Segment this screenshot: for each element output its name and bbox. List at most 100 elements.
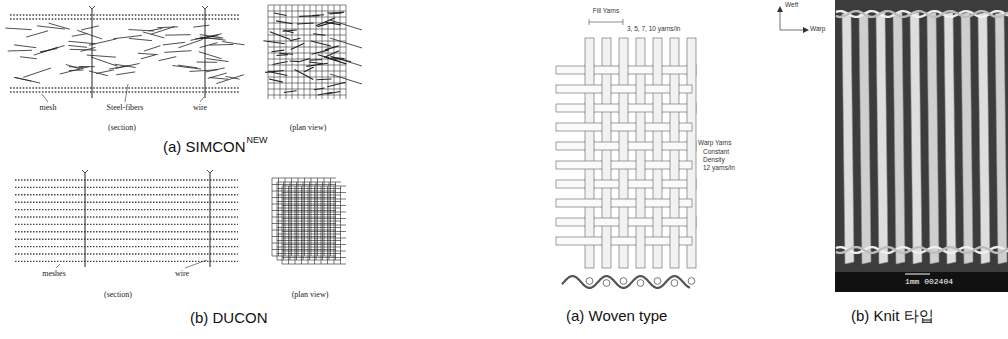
mesh-grid	[277, 214, 341, 215]
mesh-grid	[277, 234, 341, 235]
mesh-grid	[282, 205, 346, 206]
wire-line	[330, 56, 362, 66]
steel-fiber	[138, 53, 158, 54]
steel-fiber	[69, 70, 83, 72]
steel-fiber	[216, 75, 243, 84]
steel-fiber	[290, 60, 300, 62]
yarn-edge	[653, 179, 654, 190]
knit-stitch	[836, 11, 1008, 17]
yarn-edge	[662, 141, 663, 152]
mesh-grid	[282, 231, 346, 232]
mesh-grid	[277, 240, 341, 241]
yarn-edge	[662, 217, 663, 228]
yarn-edge	[636, 160, 637, 171]
steel-fiber	[20, 57, 37, 59]
part-label: Warp Yarns	[697, 140, 732, 147]
mesh-grid	[268, 41, 346, 42]
steel-fiber	[299, 15, 319, 17]
yarn-edge	[585, 179, 586, 190]
steel-fiber	[326, 57, 347, 63]
mesh-grid	[277, 260, 341, 261]
mesh-grid	[277, 221, 341, 222]
steel-fiber	[263, 41, 284, 44]
knit-stitch	[836, 247, 1008, 253]
mesh-line	[15, 224, 238, 225]
yarn-edge	[611, 198, 612, 209]
mesh-grid	[282, 199, 346, 200]
mesh-line	[15, 238, 238, 239]
steel-fiber	[277, 54, 288, 56]
yarn-edge	[619, 217, 620, 228]
yarn-edge	[611, 84, 612, 95]
mesh-grid	[277, 253, 341, 254]
steel-fiber	[197, 62, 218, 63]
steel-fiber	[273, 61, 288, 64]
caption-superscript: NEW	[247, 136, 268, 145]
mesh-line	[15, 194, 238, 195]
mesh-grid	[272, 230, 336, 231]
axis-label: Warp	[810, 26, 825, 33]
steel-fiber	[306, 63, 327, 66]
yarn-edge	[687, 103, 688, 114]
yarn-edge	[696, 217, 697, 228]
yarn-edge	[687, 217, 688, 228]
mesh-grid	[272, 197, 336, 198]
steel-fiber	[327, 91, 340, 94]
yarn-edge	[696, 103, 697, 114]
mesh-grid	[272, 210, 336, 211]
fill-yarn	[619, 38, 628, 268]
steel-fiber	[115, 64, 136, 67]
mesh-grid	[268, 11, 346, 12]
part-label: meshes	[42, 270, 66, 278]
yarn-edge	[645, 198, 646, 209]
mesh-grid	[277, 182, 341, 183]
mesh-line	[15, 216, 238, 217]
spacing-bracket	[623, 19, 624, 25]
ducon-plan	[272, 178, 346, 264]
steel-fiber	[165, 34, 190, 36]
knit-fiber-bar	[876, 12, 888, 264]
part-label: Steel-fibers	[107, 104, 144, 112]
yarn-crossing	[602, 122, 611, 133]
scale-band	[835, 272, 1008, 292]
figure-caption: (b) DUCON	[190, 310, 268, 326]
steel-fiber	[314, 88, 325, 90]
scale-text: 1mm 002404	[903, 278, 955, 286]
fill-yarn-section	[620, 278, 627, 285]
scale-bar	[905, 274, 930, 275]
mesh-grid	[282, 186, 346, 187]
steel-fiber	[206, 59, 228, 62]
yarn-crossing	[670, 198, 679, 209]
steel-fiber	[284, 91, 297, 93]
axis-marker	[777, 6, 809, 33]
steel-fiber	[199, 34, 222, 39]
steel-fiber	[209, 78, 228, 80]
steel-fiber	[225, 76, 239, 79]
axis-line	[780, 9, 781, 30]
steel-fiber	[309, 59, 321, 61]
steel-fiber	[200, 43, 218, 48]
wire-line	[210, 173, 211, 267]
yarn-edge	[679, 84, 680, 95]
knit-fiber-bar	[910, 12, 922, 264]
yarn-edge	[696, 179, 697, 190]
yarn-edge	[628, 65, 629, 76]
yarn-edge	[679, 198, 680, 209]
steel-fiber	[5, 28, 31, 30]
yarn-edge	[670, 236, 671, 247]
steel-fiber	[208, 73, 227, 78]
view-label: (plan view)	[290, 124, 327, 132]
steel-fiber	[80, 47, 95, 51]
leader-line	[125, 84, 128, 102]
mesh-grid	[268, 95, 346, 96]
wire-line	[330, 20, 362, 30]
yarn-edge	[602, 160, 603, 171]
steel-fiber	[327, 82, 345, 87]
yarn-edge	[611, 236, 612, 247]
mesh-grid	[272, 223, 336, 224]
ducon-section	[15, 170, 238, 268]
yarn-crossing	[636, 236, 645, 247]
part-label: wire	[175, 270, 189, 278]
steel-fiber	[279, 53, 293, 54]
